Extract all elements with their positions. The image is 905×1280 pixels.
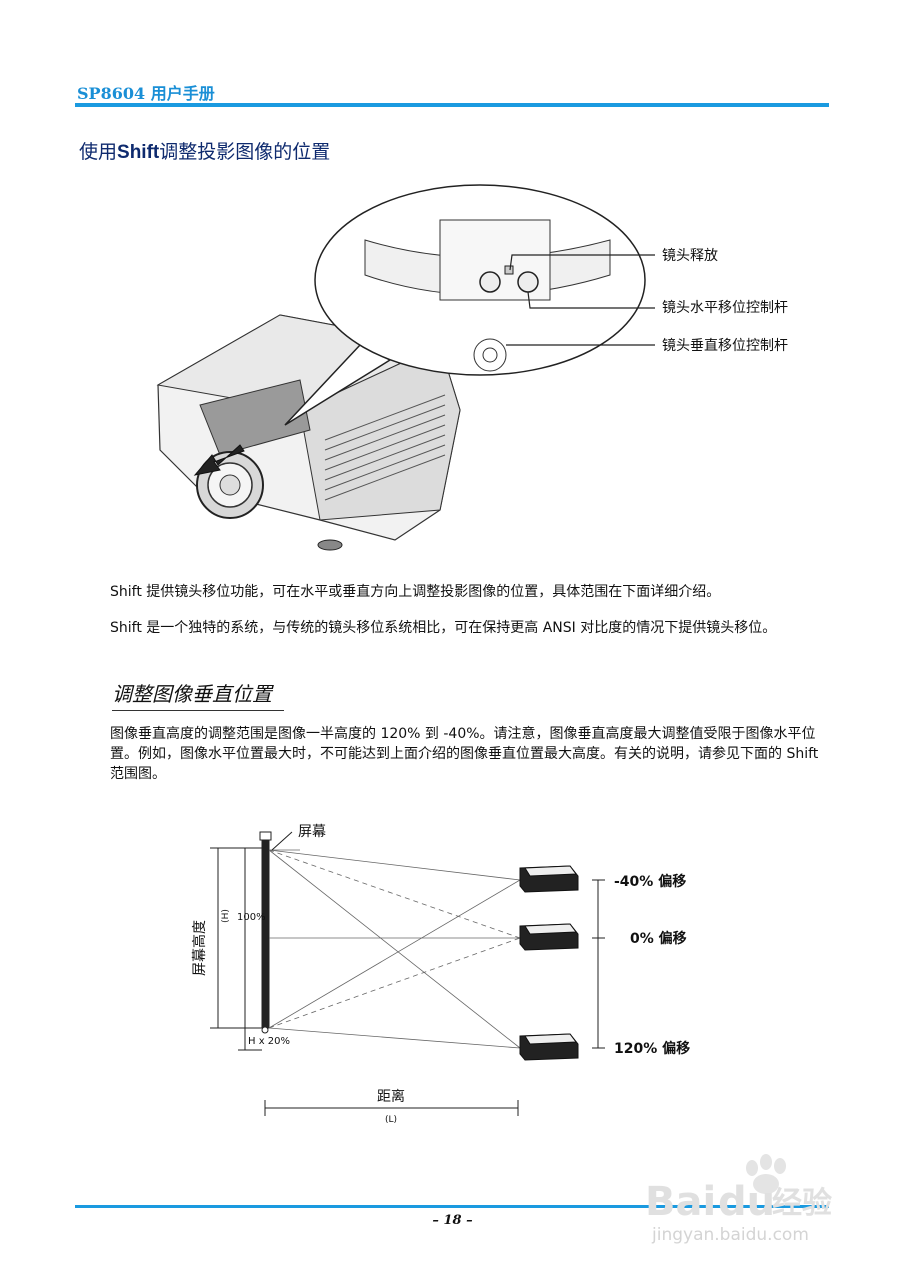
svg-text:du: du	[718, 1179, 775, 1225]
screen-label: 屏幕	[298, 824, 326, 840]
screen-bar	[261, 837, 270, 1029]
callout-vertical-lever: 镜头垂直移位控制杆	[662, 337, 788, 354]
offset-0: 0% 偏移	[630, 930, 687, 947]
header-title: SP8604 用户手册	[77, 84, 215, 103]
watermark-url: jingyan.baidu.com	[651, 1225, 809, 1245]
percent-100-label: 100%	[237, 912, 266, 923]
section-title-bold: Shift	[117, 142, 160, 163]
zoom-callout	[284, 184, 646, 426]
distance-label: 距离	[377, 1088, 405, 1105]
callout-lens-release: 镜头释放	[662, 248, 718, 264]
section-title-prefix: 使用	[79, 141, 118, 163]
screen-bottom-cap	[261, 1026, 269, 1034]
page-number: – 18 –	[432, 1213, 473, 1228]
section-title-suffix: 调整投影图像的位置	[159, 141, 331, 163]
projector-bottom	[519, 1033, 579, 1061]
subsection-title: 调整图像垂直位置	[112, 678, 284, 711]
svg-text:经验: 经验	[772, 1186, 832, 1221]
projector-middle	[519, 923, 579, 951]
screen-height-label: 屏幕高度	[191, 920, 208, 976]
callout-leaders	[506, 254, 655, 346]
paragraph-shift-intro: Shift 提供镜头移位功能，可在水平或垂直方向上调整投影图像的位置，具体范围在…	[110, 584, 721, 600]
h-label: (H)	[221, 909, 231, 923]
h-offset-label: H x 20%	[248, 1036, 290, 1047]
l-label: (L)	[385, 1115, 397, 1125]
projector-illustration: 镜头释放 镜头水平移位控制杆 镜头垂直移位控制杆	[156, 184, 788, 551]
section-title: 使用Shift调整投影图像的位置	[79, 137, 330, 164]
callout-horizontal-lever: 镜头水平移位控制杆	[662, 300, 788, 316]
header-rule	[75, 103, 829, 107]
paragraph-shift-system: Shift 是一个独特的系统，与传统的镜头移位系统相比，可在保持更高 ANSI …	[110, 620, 777, 636]
paragraph-vertical-range: 图像垂直高度的调整范围是图像一半高度的 120% 到 -40%。请注意，图像垂直…	[110, 726, 819, 782]
footer-rule	[75, 1205, 829, 1208]
baidu-watermark: Bai du 经验 jingyan.baidu.com	[645, 1154, 832, 1245]
svg-text:Bai: Bai	[645, 1179, 716, 1225]
screen-top-cap	[259, 831, 272, 841]
shift-range-diagram: 屏幕 屏幕高度 (H) 100% H x 20% 距离 (L) -40% 偏移 …	[191, 824, 690, 1125]
offset-120: 120% 偏移	[614, 1040, 690, 1057]
projector-top	[519, 865, 579, 893]
offset-minus-40: -40% 偏移	[614, 873, 686, 890]
